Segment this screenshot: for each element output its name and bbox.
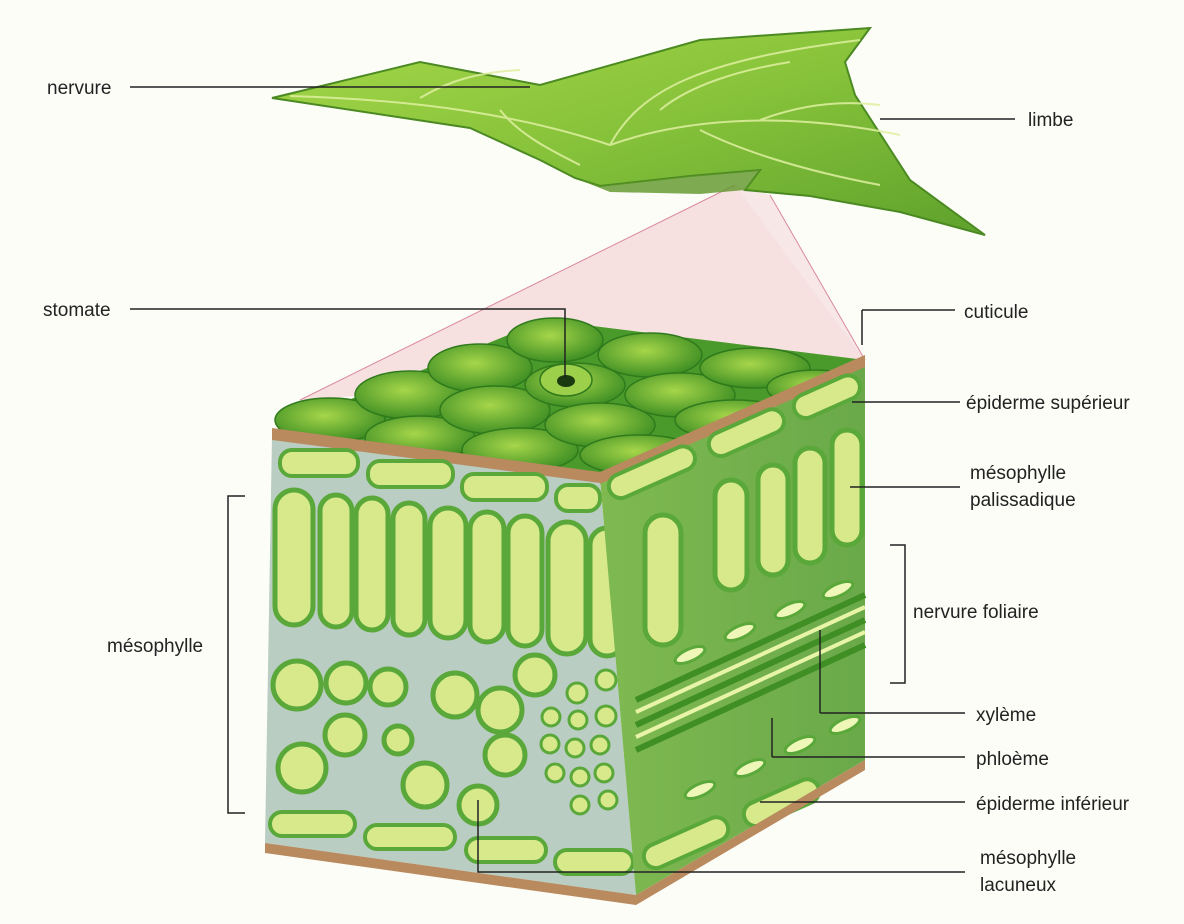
label-mesophylle-palissadique-line1: mésophylle	[970, 463, 1066, 484]
label-mesophylle-lacuneux-line1: mésophylle	[980, 848, 1076, 869]
label-mesophylle-lacuneux-line2: lacuneux	[980, 875, 1057, 896]
label-epiderme-superieur: épiderme supérieur	[966, 393, 1130, 414]
front-face	[265, 428, 636, 905]
leader-lines	[130, 86, 1015, 873]
label-mesophylle: mésophylle	[107, 636, 203, 657]
label-nervure-foliaire: nervure foliaire	[913, 602, 1039, 623]
label-nervure: nervure	[47, 78, 111, 99]
leaf-blade	[271, 26, 986, 236]
label-cuticule: cuticule	[964, 302, 1028, 323]
label-stomate: stomate	[43, 300, 111, 321]
label-phloeme: phloème	[976, 749, 1049, 770]
label-epiderme-inferieur: épiderme inférieur	[976, 794, 1130, 815]
side-face	[600, 355, 867, 905]
label-mesophylle-palissadique-line2: palissadique	[970, 490, 1076, 511]
label-limbe: limbe	[1028, 110, 1073, 131]
stomata	[539, 363, 593, 397]
label-xyleme: xylème	[976, 705, 1036, 726]
